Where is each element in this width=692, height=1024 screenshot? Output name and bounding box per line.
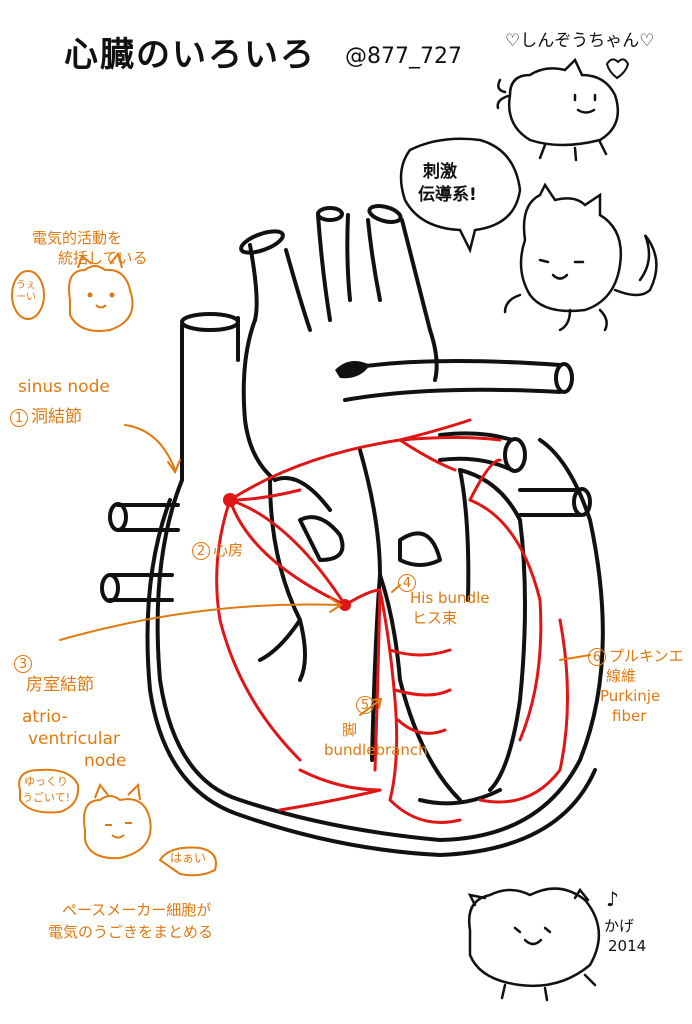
- sinus-node-label-en: sinus node: [18, 377, 110, 397]
- his-number: 4: [398, 574, 416, 592]
- av-node-number-row: 3: [14, 654, 35, 674]
- atrium-number: 2: [192, 542, 210, 560]
- left-note-line-1: 電気的活動を: [32, 229, 123, 247]
- page-title: 心臓のいろいろ: [64, 35, 316, 75]
- av-node-label-en-3: node: [84, 751, 127, 771]
- white-cat-doodle: [503, 182, 658, 332]
- heart-outline: [100, 204, 605, 857]
- av-node-label-jp: 房室結節: [26, 675, 94, 695]
- bottom-note-line-1: ペースメーカー細胞が: [62, 901, 212, 919]
- slow-bubble-line-1: ゆっくり: [24, 775, 68, 788]
- purkinje-label-jp-1: プルキンエ: [609, 647, 684, 665]
- purkinje-label-jp-2: 線維: [606, 667, 637, 685]
- sinus-node-dot: [223, 493, 237, 507]
- signature-name: かげ: [604, 917, 635, 935]
- av-node-label-en-1: atrio-: [22, 707, 68, 727]
- speech-line-1: 刺激: [423, 162, 457, 182]
- sinus-node-label-jp: 洞結節: [31, 407, 82, 427]
- purkinje-label-en-1: Purkinje: [600, 687, 661, 705]
- music-note-icon: ♪: [606, 887, 619, 911]
- speech-line-2: 伝導系!: [418, 185, 477, 205]
- his-label-jp: ヒス束: [412, 609, 458, 627]
- decor-hearts: [605, 58, 630, 80]
- av-node-label-en-2: ventricular: [28, 729, 120, 749]
- conduction-system: [215, 418, 569, 824]
- signature-year: 2014: [608, 937, 647, 955]
- atrium-label-jp: 心房: [213, 541, 244, 559]
- heart-chan-doodle: [496, 57, 620, 162]
- av-node-number: 3: [14, 655, 32, 673]
- bottom-note-line-2: 電気のうごきをまとめる: [48, 923, 214, 941]
- his-number-row: 4: [398, 574, 419, 592]
- bundle-branch-number-row: 5: [356, 696, 377, 714]
- author-handle: @877_727: [345, 44, 462, 69]
- slow-bubble-line-2: うごいて!: [22, 791, 71, 804]
- bundle-branch-number: 5: [356, 696, 374, 714]
- sinus-node-number: 1: [10, 409, 28, 427]
- left-cat-doodle: [11, 251, 134, 332]
- bottom-left-cat-doodle: [18, 768, 217, 877]
- bundle-branch-label-jp: 脚: [342, 721, 358, 739]
- left-note-line-2: 統括している: [58, 249, 148, 267]
- bottom-right-cat-doodle: [467, 887, 601, 1002]
- okay-bubble-text: はぁい: [170, 851, 207, 865]
- purkinje-label-en-2: fiber: [612, 707, 647, 725]
- left-cat-bubble-text: うぇーい: [16, 280, 36, 303]
- purkinje-number: 6: [588, 648, 606, 666]
- bundle-branch-label-en: bundlebranch: [324, 741, 428, 759]
- speech-bubble-top: [399, 137, 522, 254]
- mascot-name: ♡しんぞうちゃん♡: [505, 31, 655, 51]
- his-label-en: His bundle: [410, 589, 490, 607]
- av-node-dot: [339, 599, 351, 611]
- aorta-shadow: [335, 361, 370, 379]
